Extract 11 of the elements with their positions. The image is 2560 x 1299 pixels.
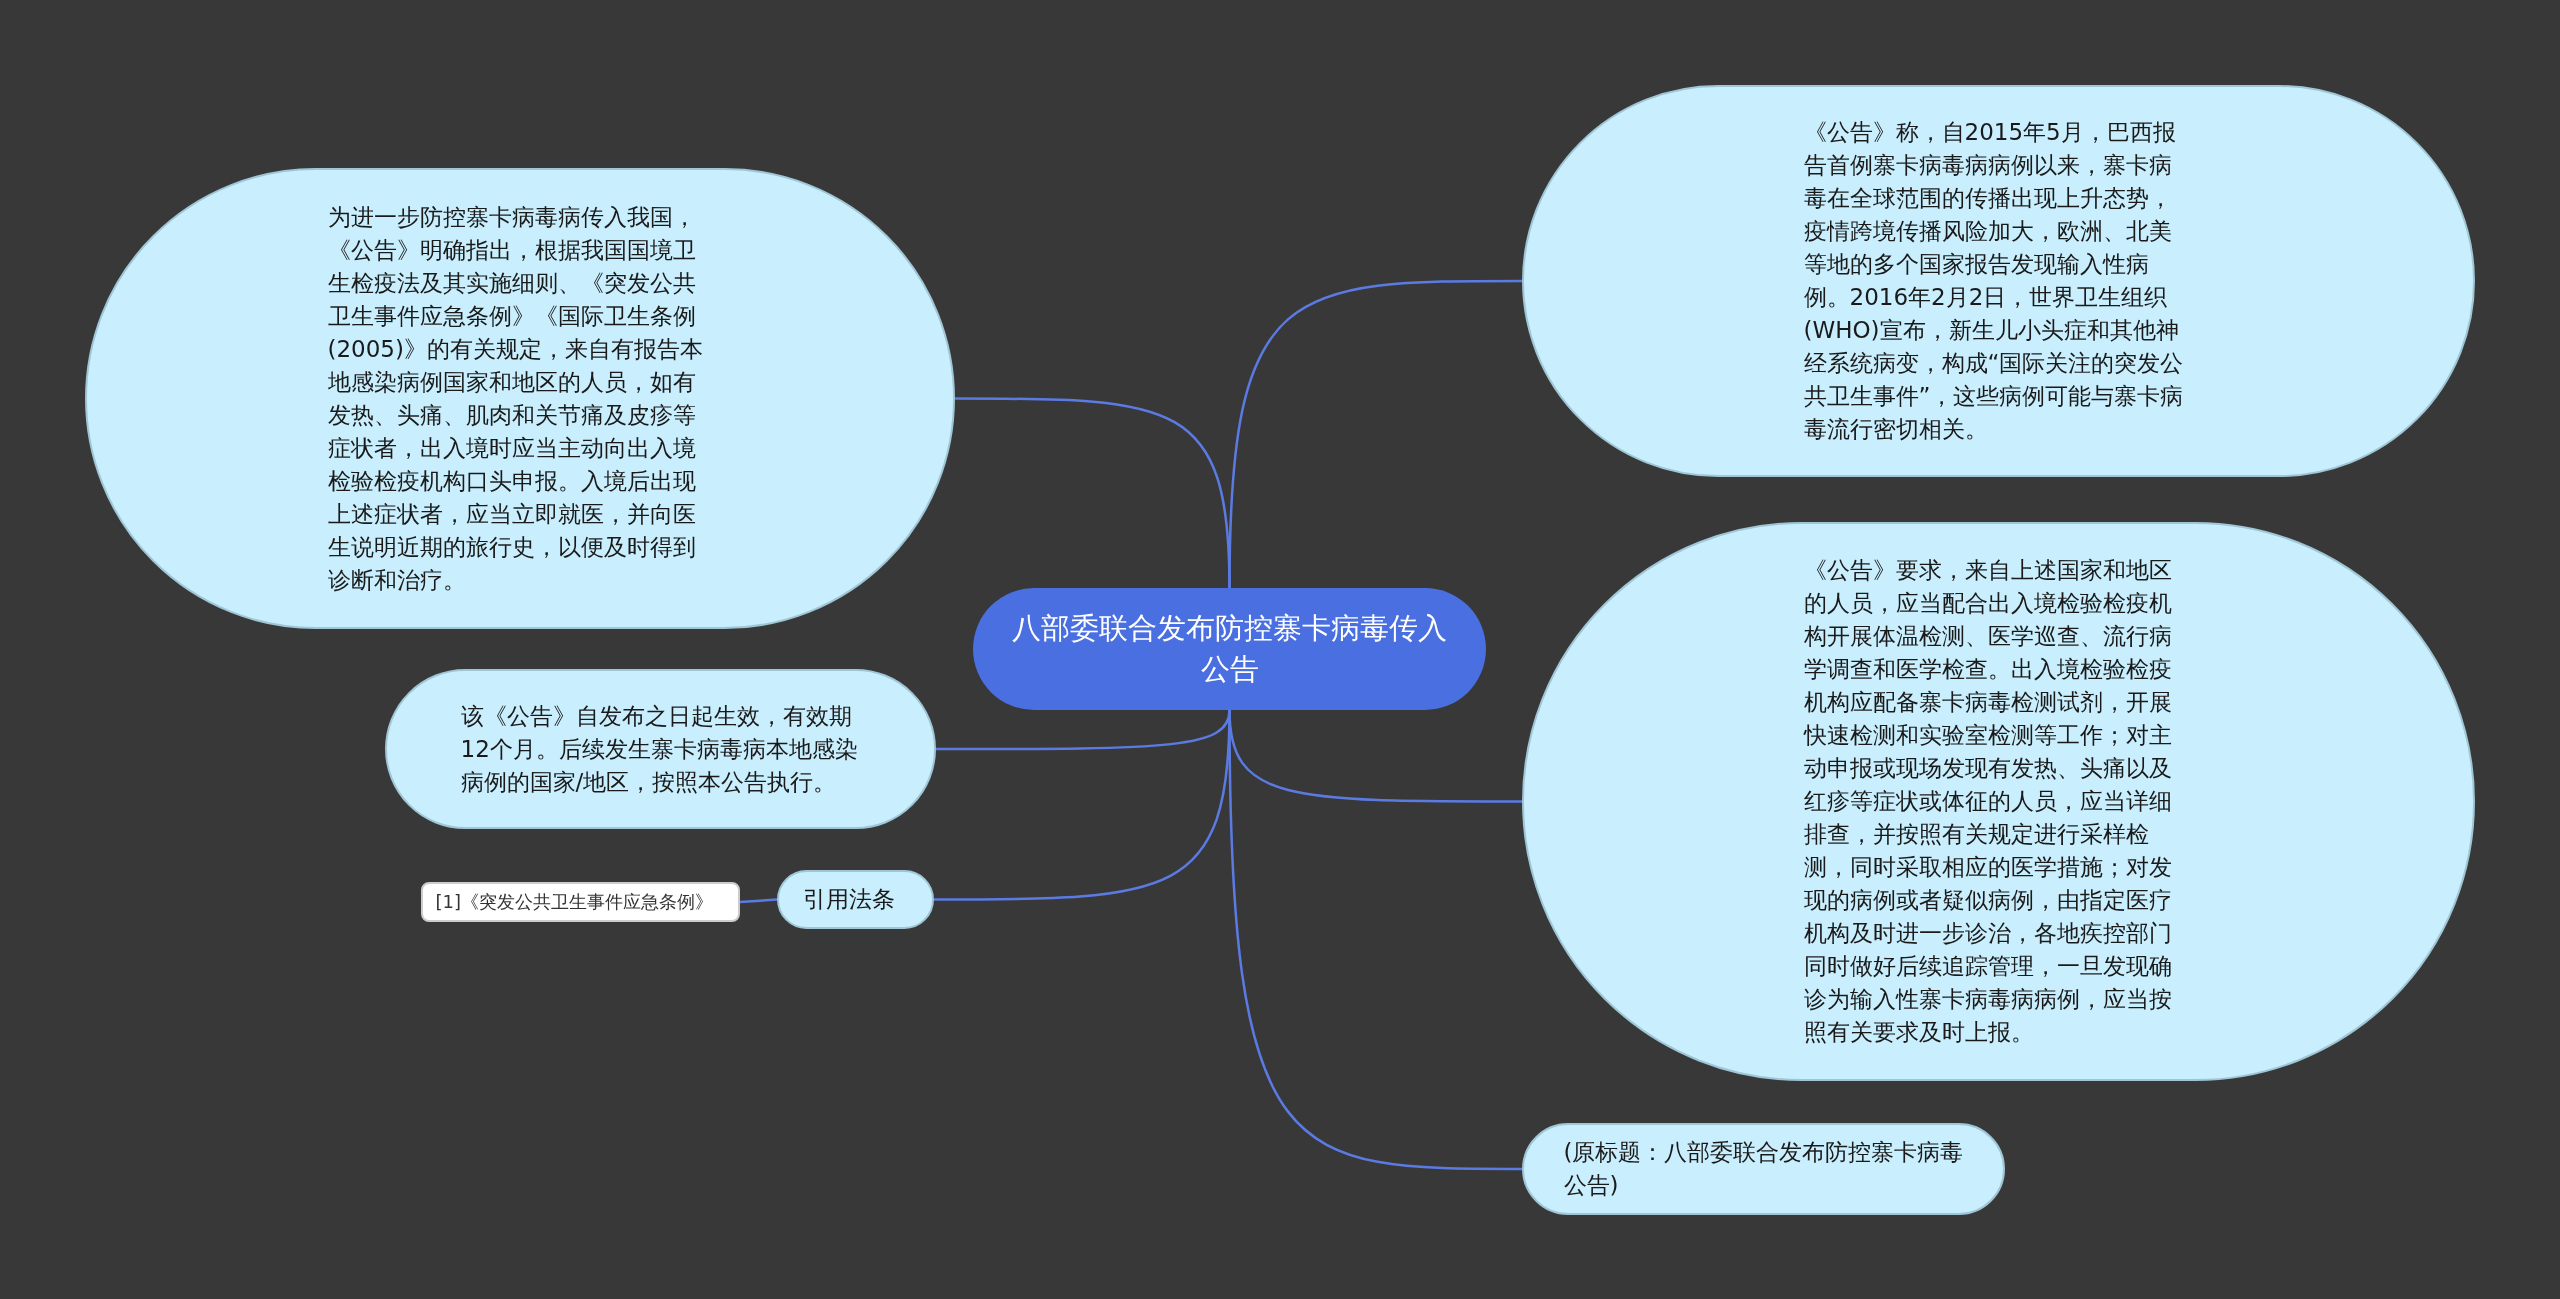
topic-text: 八部委联合发布防控寨卡病毒传入公告	[1011, 610, 1448, 688]
topic-text: [1]《突发公共卫生事件应急条例》	[435, 890, 714, 914]
topic-text: 为进一步防控寨卡病毒病传入我国，《公告》明确指出，根据我国国境卫生检疫法及其实施细则、《突发公共卫生事件应急条例》《国际卫生条例(2005)》的有关规定，来自有报告本地感染病例国家和地区的人员，如有发热、头痛、肌肉和关节痛及皮疹等症状者，出入境时应当主动向出入境检验检疫机构口头申报。入境后出现上述症状者，应当立即就医，并向医生说明近期的旅行史，以便及时得到诊断和治疗。	[327, 202, 704, 595]
topic-text: 《公告》要求，来自上述国家和地区的人员，应当配合出入境检验检疫机构开展体温检测、医学巡查、流行病学调查和医学检查。出入境检验检疫机构应配备寨卡病毒检测试剂，开展快速检测和实验室检测等工作；对主动申报或现场发现有发热、头痛以及红疹等症状或体征的人员，应当详细排查，并按照有关规定进行采样检测，同时采取相应的医学措施；对发现的病例或者疑似病例，由指定医疗机构及时进一步诊治，各地疾控部门同时做好后续追踪管理，一旦发现确诊为输入性寨卡病毒病病例，应当按照有关要求及时上报。	[1803, 556, 2173, 1047]
connector-line	[739, 898, 778, 904]
reference-box	[421, 882, 740, 922]
topic-text: (原标题：八部委联合发布防控寨卡病毒公告)	[1563, 1138, 1964, 1200]
topic-text: 《公告》称，自2015年5月，巴西报告首例寨卡病毒病病例以来，寨卡病毒在全球范围的传播出现上升态势，疫情跨境传播风险加大，欧洲、北美等地的多个国家报告发现输入性病例。2016年2月2日，世界卫生组织(WHO)宣布，新生儿小头症和其他神经系统病变，构成“国际关注的突发公共卫生事件”，这些病例可能与寨卡病毒流行密切相关。	[1803, 118, 2185, 444]
connector-line	[1228, 279, 1522, 589]
topic-text: 引用法条	[803, 885, 896, 914]
topic-text: 该《公告》自发布之日起生效，有效期12个月。后续发生寨卡病毒病本地感染病例的国家/地区，按照本公告执行。	[460, 701, 859, 797]
